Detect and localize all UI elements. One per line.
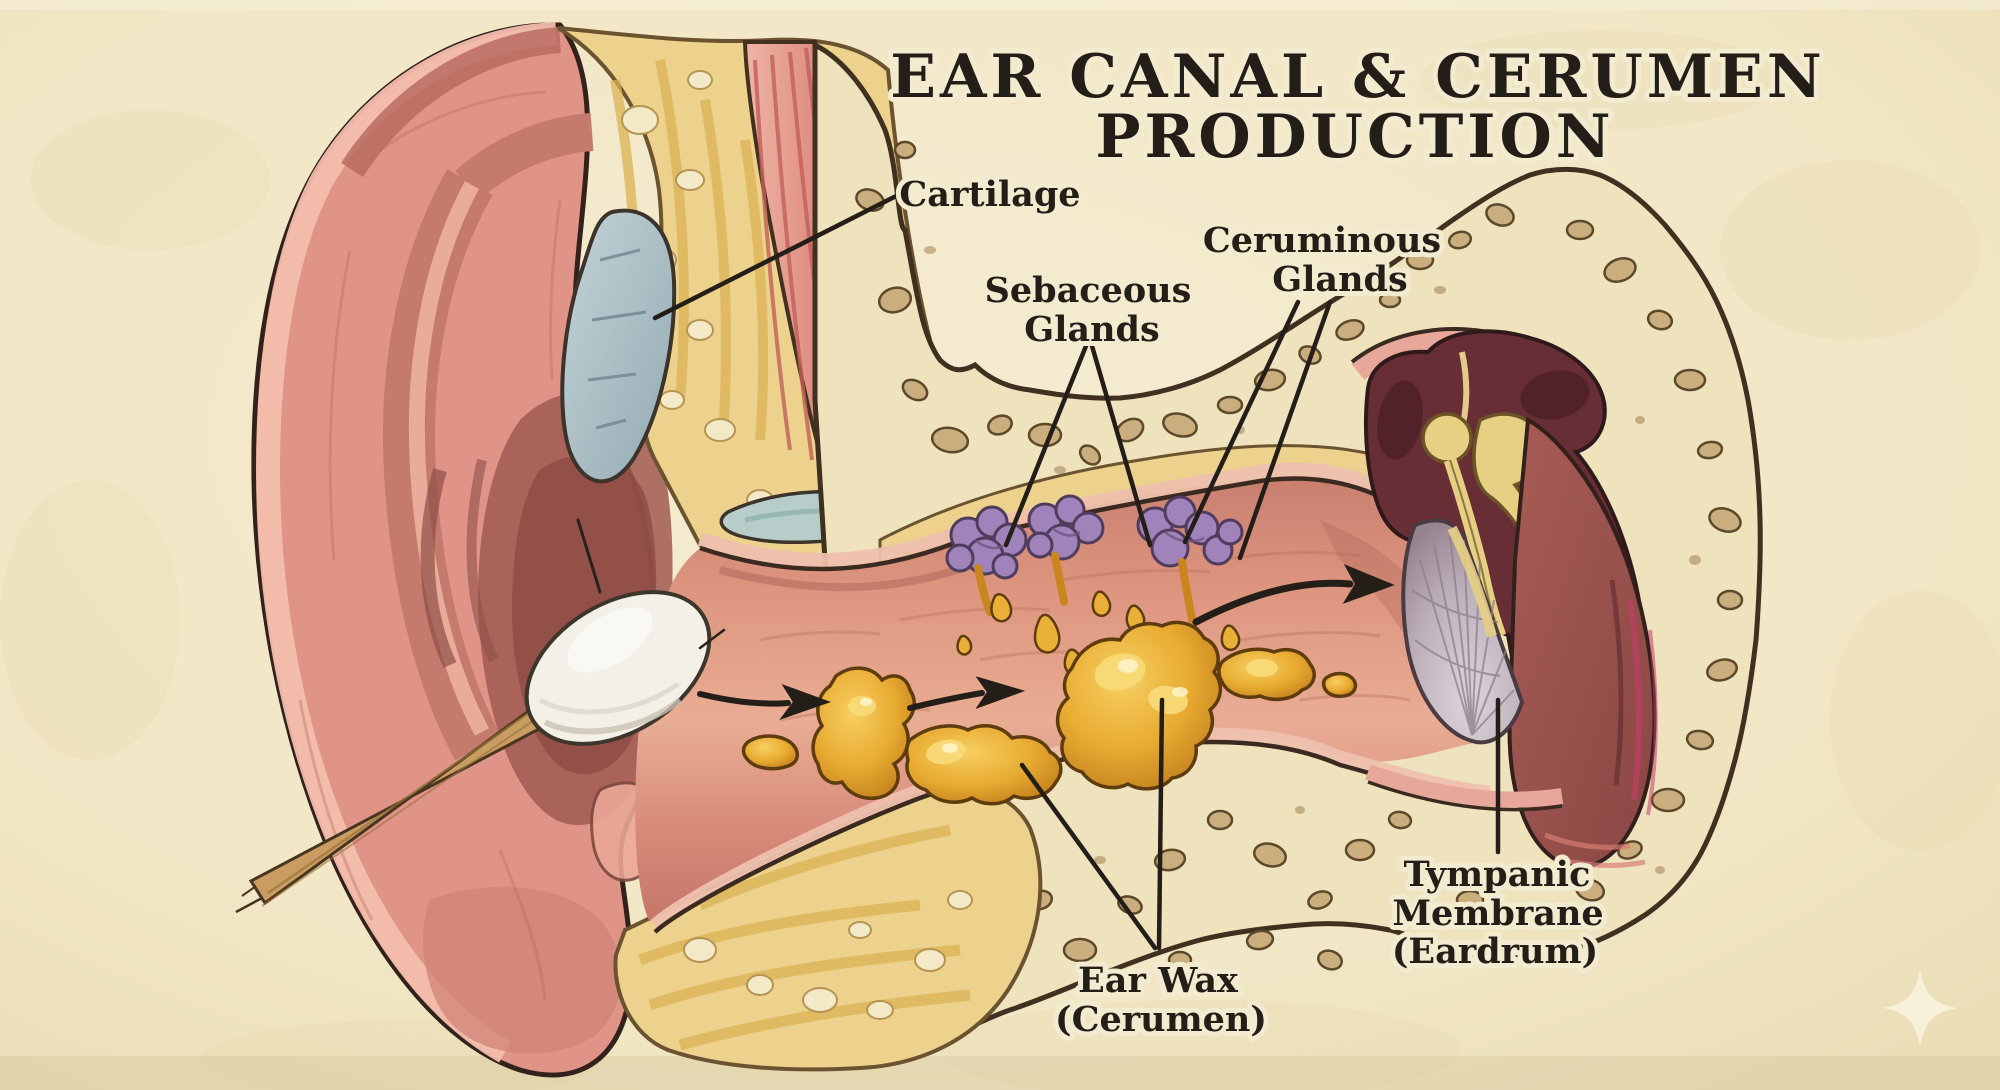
cartilage-vertical-blob — [560, 208, 677, 484]
ear-lobe — [423, 886, 622, 1054]
sparkle-icon — [1882, 970, 1958, 1046]
gland-clusters — [945, 494, 1244, 628]
diagram-title-line1: EAR CANAL & CERUMEN — [890, 42, 1826, 112]
tympanic-membrane — [1401, 518, 1525, 745]
label-cartilage: Cartilage — [899, 174, 1080, 215]
leader-earwax-2 — [1156, 697, 1165, 951]
label-tympanic-line3: (Eardrum) — [1392, 931, 1598, 972]
cerumen-wax — [741, 590, 1358, 806]
label-sebaceous-line2: Glands — [1024, 309, 1160, 350]
arrow-3 — [1192, 563, 1395, 626]
label-ceruminous-line2: Glands — [1272, 259, 1408, 300]
wax-blob-small-left — [741, 734, 799, 771]
cotton-swab — [235, 518, 726, 914]
label-tympanic-line1: Tympanic — [1404, 854, 1591, 895]
label-tympanic-line2: Membrane — [1392, 893, 1603, 934]
arrow-2 — [907, 676, 1026, 711]
bone-trabeculae-texture — [855, 140, 1744, 971]
leader-earwax-1 — [1019, 762, 1158, 951]
label-earwax-line1: Ear Wax — [1078, 960, 1239, 1001]
leader-sebaceous-1 — [1003, 343, 1089, 548]
label-sebaceous-line1: Sebaceous — [985, 270, 1192, 311]
wax-blob-5 — [1321, 671, 1358, 699]
label-ceruminous-line1: Ceruminous — [1203, 220, 1441, 261]
leader-ceruminous-2 — [1237, 299, 1333, 561]
subcutaneous-fat-lower — [613, 786, 1043, 1072]
swab-cotton-tip — [524, 518, 726, 746]
leader-cartilage — [652, 187, 911, 321]
wax-blob-main — [1055, 620, 1223, 791]
diagram-title-line2: PRODUCTION — [1095, 102, 1614, 172]
gland-cluster-a — [945, 505, 1028, 580]
leader-ceruminous-1 — [1182, 299, 1301, 545]
inner-canal-wall — [1365, 416, 1658, 870]
label-leader-lines — [652, 187, 1501, 951]
arrow-1 — [697, 684, 831, 721]
wax-flow-arrows — [697, 563, 1395, 721]
leader-sebaceous-2 — [1089, 343, 1153, 548]
cartilage-tissue — [560, 208, 901, 544]
label-earwax-line2: (Cerumen) — [1055, 999, 1267, 1040]
wax-blob-1 — [811, 666, 916, 801]
ear-canal-lumen — [635, 478, 1478, 921]
gland-cluster-b — [1026, 494, 1105, 561]
